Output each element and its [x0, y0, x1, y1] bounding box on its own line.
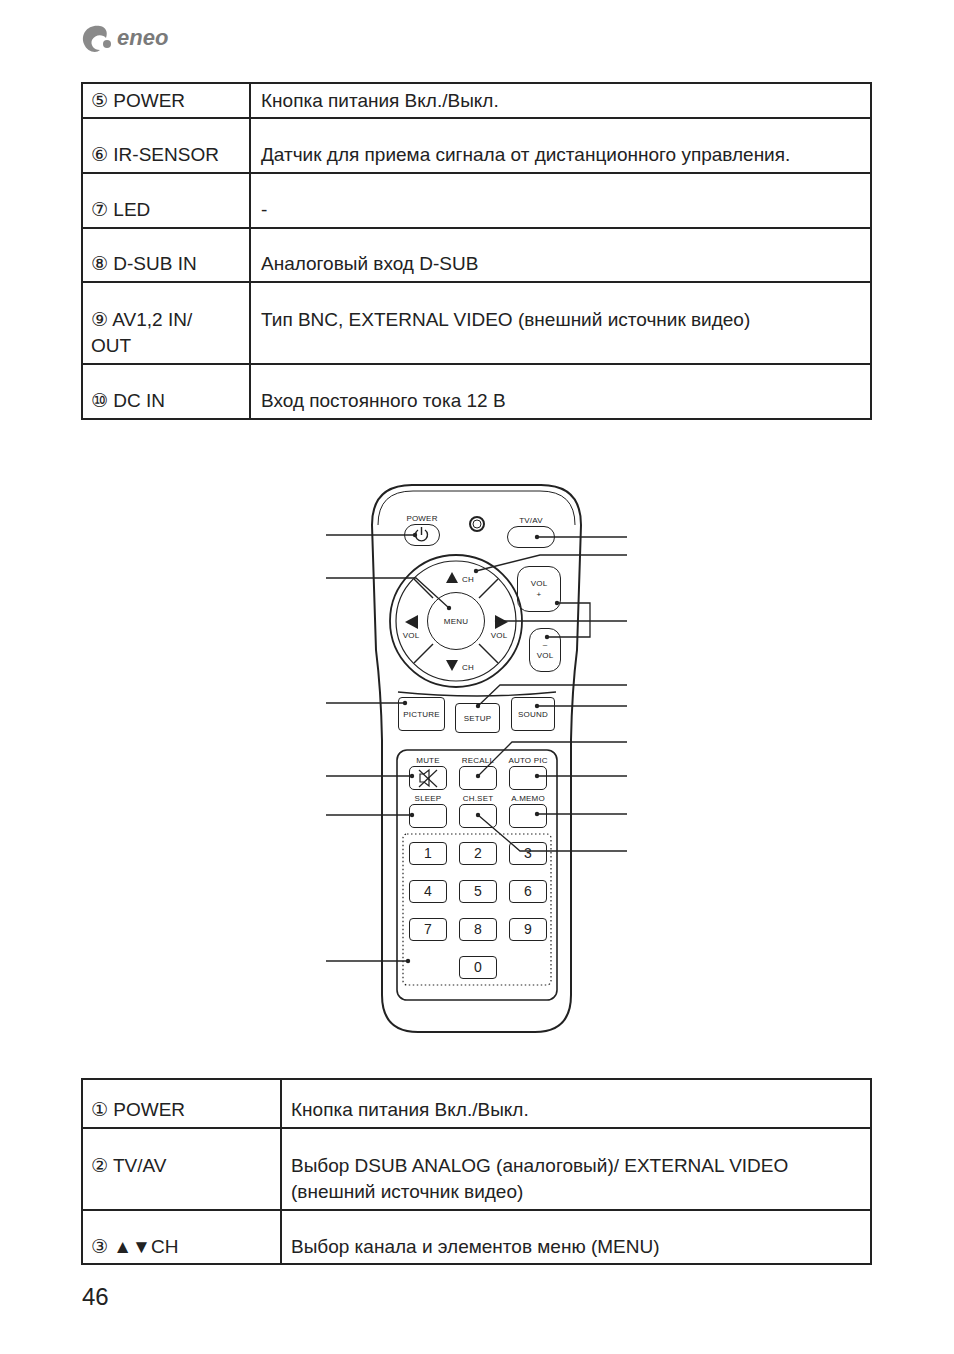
brand-logo-text: eneo: [117, 25, 207, 51]
table-cell: -: [261, 197, 866, 223]
button-label: 0: [474, 959, 482, 976]
button-label: VOL: [531, 578, 548, 589]
number-button: 9: [509, 918, 547, 941]
table-cell: Датчик для приема сигнала от дистанционн…: [261, 142, 866, 168]
button-label: +: [537, 589, 542, 600]
table-cell: ③ ▲▼CH: [91, 1234, 276, 1260]
number-button: 0: [459, 956, 497, 979]
button-label: 5: [474, 883, 482, 900]
menu-button: MENU: [427, 592, 485, 650]
table-cell: ② TV/AV: [91, 1153, 276, 1179]
button-label: TV/AV: [519, 515, 543, 526]
volume-up-button: VOL+: [517, 566, 561, 612]
button-label: AUTO PIC: [508, 755, 547, 766]
button-label: MUTE: [416, 755, 439, 766]
table-cell: Вход постоянного тока 12 В: [261, 388, 866, 414]
table-cell: Аналоговый вход D-SUB: [261, 251, 866, 277]
number-button: 5: [459, 880, 497, 903]
number-button: 2: [459, 842, 497, 865]
number-button: 4: [409, 880, 447, 903]
button-label: 3: [524, 845, 532, 862]
button-label: VOL: [403, 630, 420, 641]
button-label: CH: [462, 574, 474, 585]
button-label: CH.SET: [463, 793, 494, 804]
table-cell: Тип BNC, EXTERNAL VIDEO (внешний источни…: [261, 307, 866, 333]
sound-button: SOUND: [511, 697, 555, 731]
table-cell: Выбор канала и элементов меню (MENU): [291, 1234, 866, 1260]
table-cell: ⑧ D-SUB IN: [91, 251, 241, 277]
table-cell: ① POWER: [91, 1097, 276, 1123]
table-grid: [82, 1079, 871, 1264]
number-button: 6: [509, 880, 547, 903]
table-cell: ⑤ POWER: [91, 88, 241, 114]
number-button: 1: [409, 842, 447, 865]
ch-set-button: CH.SET: [459, 804, 497, 828]
button-label: SLEEP: [415, 793, 442, 804]
table-cell: ⑥ IR-SENSOR: [91, 142, 246, 168]
picture-button: PICTURE: [398, 697, 445, 731]
setup-button: SETUP: [455, 703, 500, 733]
leader-lines: [326, 535, 627, 961]
table-cell: Кнопка питания Вкл./Выкл.: [261, 88, 866, 114]
a-memo-button: A.MEMO: [509, 804, 547, 828]
auto-pic-button: AUTO PIC: [509, 766, 547, 790]
volume-left-key: VOL: [397, 629, 425, 642]
button-label: SETUP: [464, 713, 492, 724]
channel-up-key: CH: [458, 572, 478, 586]
table-cell: Кнопка питания Вкл./Выкл.: [291, 1097, 866, 1123]
table-grid: [82, 83, 871, 419]
power-button: POWER: [404, 524, 440, 546]
button-label: POWER: [406, 513, 437, 524]
button-label: CH: [462, 662, 474, 673]
button-label: VOL: [537, 650, 554, 661]
button-label: A.MEMO: [511, 793, 545, 804]
number-button: 3: [509, 842, 547, 865]
mute-button: MUTE: [409, 766, 447, 790]
remote-body: [372, 485, 581, 1032]
table-cell: ⑩ DC IN: [91, 388, 241, 414]
button-label: 6: [524, 883, 532, 900]
leader-dots: [403, 533, 559, 963]
tv-av-button: TV/AV: [507, 526, 555, 548]
sleep-button: SLEEP: [409, 804, 447, 828]
button-label: 1: [424, 845, 432, 862]
button-label: VOL: [491, 630, 508, 641]
channel-down-key: CH: [458, 660, 478, 674]
button-label: MENU: [444, 616, 468, 627]
button-label: 7: [424, 921, 432, 938]
button-label: PICTURE: [403, 709, 440, 720]
button-label: 4: [424, 883, 432, 900]
volume-down-button: –VOL: [529, 628, 561, 672]
button-label: 8: [474, 921, 482, 938]
table-cell: ⑨ AV1,2 IN/ OUT: [91, 307, 226, 359]
button-label: SOUND: [518, 709, 548, 720]
number-button: 8: [459, 918, 497, 941]
button-label: 2: [474, 845, 482, 862]
recall-button: RECALL: [459, 766, 497, 790]
button-label: RECALL: [462, 755, 494, 766]
button-label: 9: [524, 921, 532, 938]
table-cell: ⑦ LED: [91, 197, 241, 223]
logo-mark: [83, 26, 111, 52]
page-number: 46: [82, 1283, 162, 1311]
volume-right-key: VOL: [485, 629, 513, 642]
number-button: 7: [409, 918, 447, 941]
button-label: –: [543, 639, 548, 650]
table-cell: Выбор DSUB ANALOG (аналоговый)/ EXTERNAL…: [291, 1153, 866, 1205]
